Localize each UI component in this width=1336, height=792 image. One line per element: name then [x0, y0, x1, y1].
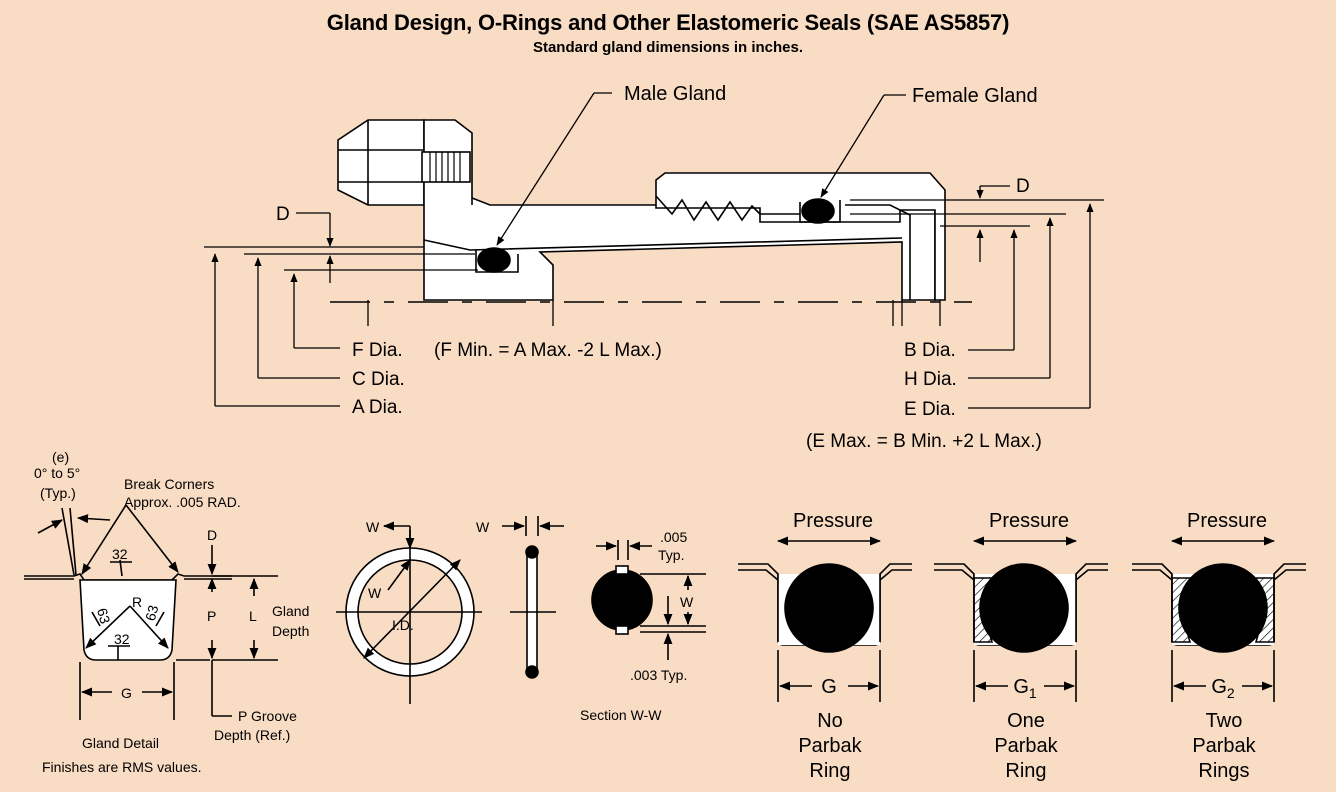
- dimension-lines: [204, 92, 1104, 409]
- p-groove-label-1: P Groove: [238, 708, 297, 724]
- l-label: L: [249, 608, 257, 624]
- pressure-label: Pressure: [989, 510, 1069, 532]
- oring-icon: [784, 563, 874, 653]
- assembly-section: [337, 119, 946, 301]
- d-label: D: [207, 527, 217, 543]
- e-formula-label: (E Max. = B Min. +2 L Max.): [806, 431, 1042, 452]
- finish-32-top: 32: [112, 546, 128, 562]
- oring-view: [336, 516, 564, 704]
- d-left-label: D: [276, 204, 290, 225]
- gland-detail-labels: (e) 0° to 5° (Typ.) Break Corners Approx…: [34, 449, 309, 775]
- e-note-label: (e): [52, 449, 69, 465]
- parbak-diagram-2: [1132, 536, 1306, 702]
- g-dimension-label: G: [821, 676, 837, 698]
- p-label: P: [207, 608, 216, 624]
- parbak-caption-line1: No: [817, 710, 843, 732]
- w-inner-label: W: [368, 585, 382, 601]
- gland-depth-label-2: Depth: [272, 623, 309, 639]
- section-caption: Section W-W: [580, 707, 662, 723]
- f-formula-label: (F Min. = A Max. -2 L Max.): [434, 340, 662, 361]
- g-dimension-label: G1: [1013, 676, 1037, 701]
- typ005-label-1: .005: [660, 529, 687, 545]
- parbak-caption-line3: Rings: [1198, 760, 1249, 782]
- g-label: G: [121, 685, 132, 701]
- break-corners-label: Break Corners: [124, 476, 214, 492]
- female-gland-oring: [801, 198, 835, 224]
- finish-32-bottom: 32: [114, 631, 130, 647]
- oring-icon: [1178, 563, 1268, 653]
- h-dia-label: H Dia.: [904, 369, 957, 390]
- parbak-caption-line3: Ring: [809, 760, 850, 782]
- parbak-caption-line1: One: [1007, 710, 1045, 732]
- g-dimension-label: G2: [1211, 676, 1235, 701]
- page-subtitle: Standard gland dimensions in inches.: [532, 39, 804, 56]
- break-corners-rad-label: Approx. .005 RAD.: [124, 494, 241, 510]
- e-dia-label: E Dia.: [904, 399, 956, 420]
- gland-detail: [24, 504, 278, 720]
- angle-label: 0° to 5°: [34, 465, 80, 481]
- id-label: I.D.: [392, 617, 414, 633]
- finish-63-left: 63: [94, 606, 114, 625]
- hex-nut: [337, 119, 425, 206]
- f-dia-label: F Dia.: [352, 340, 403, 361]
- finishes-caption: Finishes are RMS values.: [42, 759, 202, 775]
- parbak-diagram-0: [738, 536, 912, 702]
- gland-detail-caption: Gland Detail: [82, 735, 159, 751]
- gland-depth-label-1: Gland: [272, 603, 309, 619]
- oring-labels: W W I.D. W: [366, 519, 490, 633]
- w-side-label: W: [476, 519, 490, 535]
- pressure-label: Pressure: [793, 510, 873, 532]
- page-title: Gland Design, O-Rings and Other Elastome…: [326, 10, 1010, 35]
- parbak-diagram-1: [934, 536, 1108, 702]
- parbak-caption-line3: Ring: [1005, 760, 1046, 782]
- parbak-caption-line2: Parbak: [798, 735, 862, 757]
- d-right-label: D: [1016, 176, 1030, 197]
- parbak-caption-line2: Parbak: [1192, 735, 1256, 757]
- c-dia-label: C Dia.: [352, 369, 405, 390]
- male-gland-oring: [477, 247, 511, 273]
- section-ww: [591, 540, 706, 660]
- male-gland-label: Male Gland: [624, 83, 726, 105]
- finish-r: R: [132, 594, 142, 610]
- a-dia-label: A Dia.: [352, 397, 403, 418]
- top-labels: Male Gland Female Gland D D F Dia. (F Mi…: [276, 83, 1042, 452]
- female-gland-label: Female Gland: [912, 85, 1038, 107]
- w-top-label: W: [366, 519, 380, 535]
- typ-label: (Typ.): [40, 485, 76, 501]
- typ003-label: .003 Typ.: [630, 667, 687, 683]
- section-labels: .005 Typ. W .003 Typ. Section W-W: [580, 529, 694, 723]
- finish-63-right: 63: [142, 603, 162, 622]
- section-w-label: W: [680, 594, 694, 610]
- pressure-label: Pressure: [1187, 510, 1267, 532]
- b-dia-label: B Dia.: [904, 340, 956, 361]
- oring-icon: [979, 563, 1069, 653]
- p-groove-label-2: Depth (Ref.): [214, 727, 290, 743]
- parbak-caption-line1: Two: [1206, 710, 1243, 732]
- typ005-label-2: Typ.: [658, 547, 684, 563]
- parbak-caption-line2: Parbak: [994, 735, 1058, 757]
